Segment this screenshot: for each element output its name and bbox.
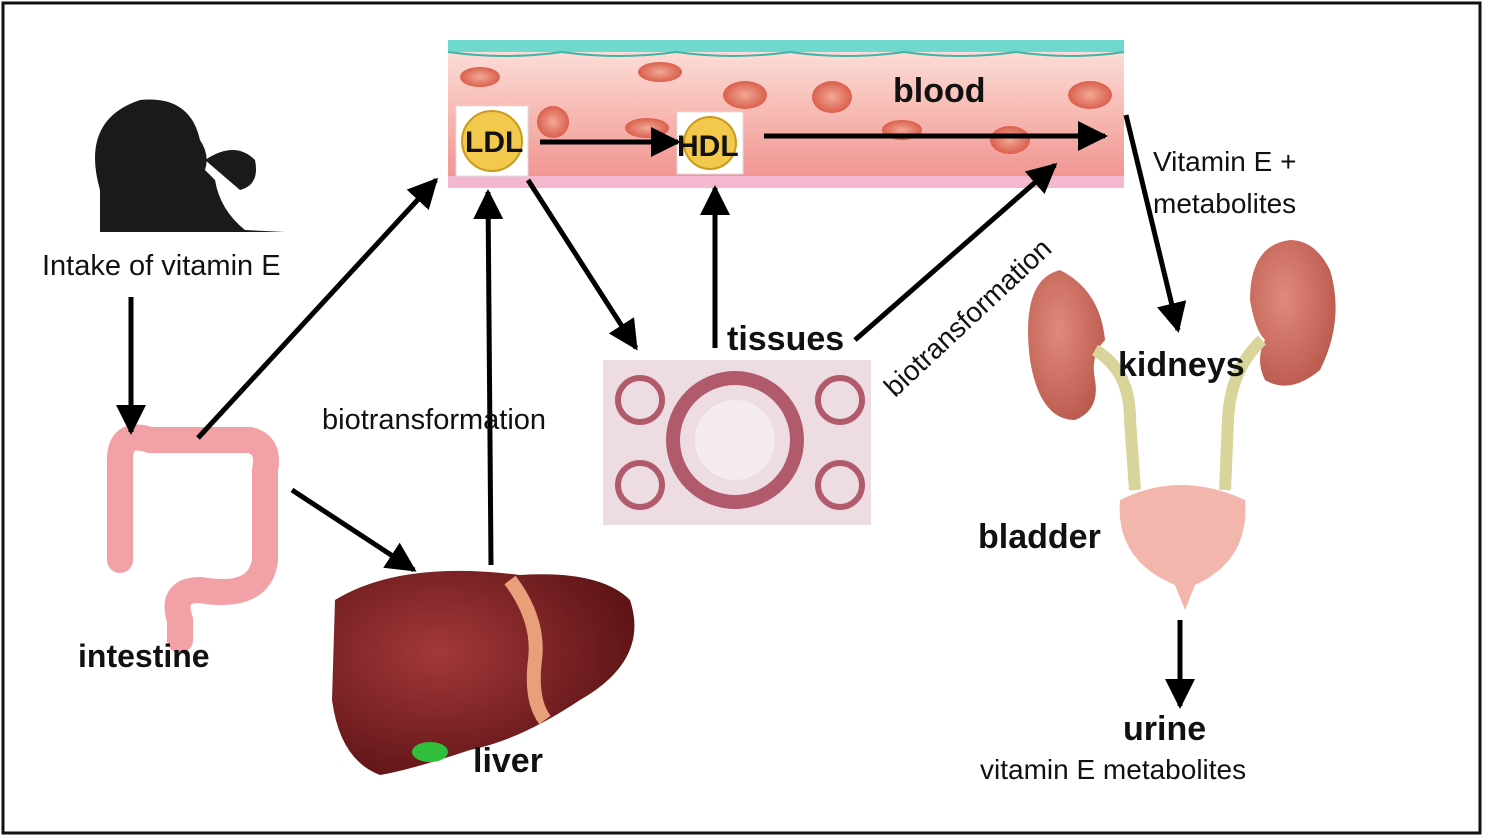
hdl-label: HDL xyxy=(677,130,739,163)
person-eating-icon xyxy=(95,99,285,232)
arrow-ldl-to-tissues xyxy=(525,178,639,351)
ldl-particle xyxy=(461,110,523,172)
liver-label: liver xyxy=(473,742,543,780)
urine-label: urine xyxy=(1123,710,1207,748)
hdl-particle xyxy=(683,116,737,170)
vitamin-e-metabolites-label-line1: Vitamin E + xyxy=(1153,146,1297,177)
blood-vessel-illustration xyxy=(447,40,1125,188)
kidneys-bladder-illustration xyxy=(1028,240,1336,610)
arrow-blood-to-kidneys xyxy=(1123,114,1187,333)
intestine-illustration xyxy=(107,424,279,653)
intestine-label: intestine xyxy=(78,638,210,674)
liver-illustration xyxy=(332,570,635,775)
arrow-tissues-to-blood xyxy=(853,163,1058,342)
arrow-liver-to-ldl xyxy=(473,189,504,566)
ldl-label: LDL xyxy=(465,126,524,159)
bladder-label: bladder xyxy=(978,518,1101,556)
blood-label: blood xyxy=(893,72,986,110)
tissues-label: tissues xyxy=(727,320,845,358)
kidneys-label: kidneys xyxy=(1118,346,1245,384)
biotransformation-liver-label: biotransformation xyxy=(322,404,547,436)
arrow-intestine-to-blood xyxy=(196,177,439,440)
intake-label: Intake of vitamin E xyxy=(42,250,281,282)
urine-metabolites-label: vitamin E metabolites xyxy=(980,754,1247,785)
vitamin-e-metabolites-label-line2: metabolites xyxy=(1153,188,1297,219)
arrow-intestine-to-liver xyxy=(290,487,417,573)
tissue-illustration xyxy=(603,360,871,525)
flow-arrows xyxy=(116,114,1195,709)
